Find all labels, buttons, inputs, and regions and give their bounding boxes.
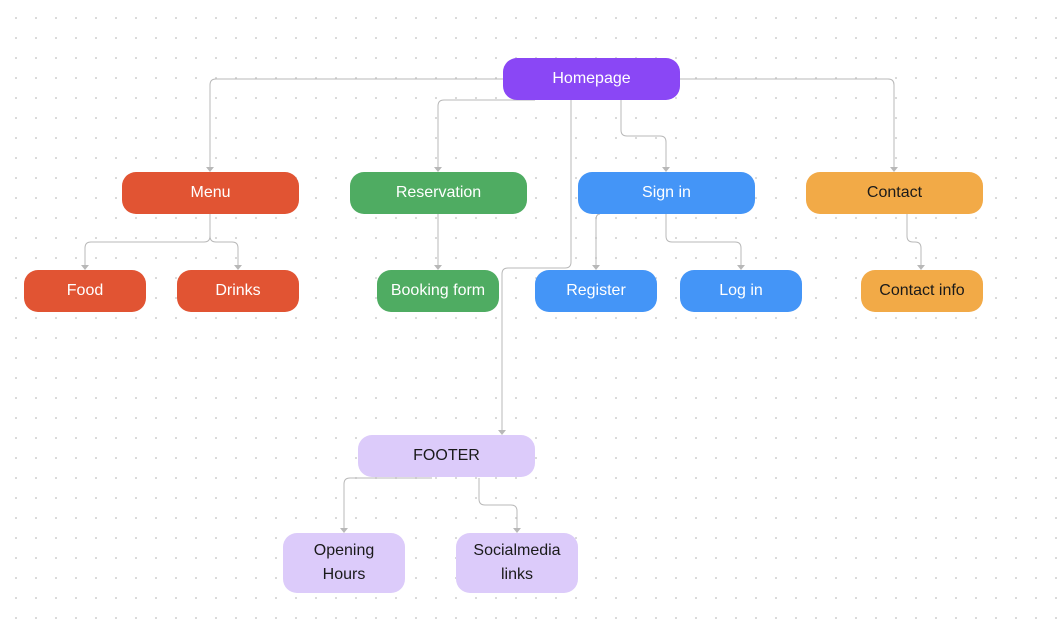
drinks-node[interactable]: Drinks: [177, 270, 299, 312]
contact-label: Contact: [866, 184, 923, 201]
edge-homepage-contact: [680, 78, 895, 168]
edge-menu-drinks: [209, 214, 239, 266]
sign-in-label: Sign in: [642, 184, 691, 201]
edge-homepage-footer: [501, 100, 572, 431]
booking-form-label: Booking form: [390, 282, 486, 299]
edge-footer-socialmedia-links: [478, 478, 518, 529]
footer-node[interactable]: FOOTER: [358, 435, 535, 477]
edge-homepage-menu: [209, 78, 503, 168]
food-label: Food: [66, 282, 104, 299]
log-in-label: Log in: [719, 282, 763, 299]
edge-menu-food: [84, 214, 211, 266]
homepage-label: Homepage: [552, 70, 631, 87]
edge-sign-in-log-in: [665, 214, 742, 266]
edge-footer-opening-hours: [343, 477, 432, 529]
menu-label: Menu: [190, 184, 231, 201]
booking-form-node[interactable]: Booking form: [377, 270, 499, 312]
menu-node[interactable]: Menu: [122, 172, 299, 214]
opening-hours-label: Opening Hours: [313, 542, 375, 583]
reservation-label: Reservation: [395, 184, 482, 201]
reservation-node[interactable]: Reservation: [350, 172, 527, 214]
edge-contact-contact-info: [906, 214, 922, 266]
socialmedia-links-label: Socialmedia links: [473, 542, 561, 583]
contact-info-node[interactable]: Contact info: [861, 270, 983, 312]
food-node[interactable]: Food: [24, 270, 146, 312]
register-label: Register: [566, 282, 626, 299]
edge-homepage-sign-in: [620, 100, 667, 168]
register-node[interactable]: Register: [535, 270, 657, 312]
footer-label: FOOTER: [413, 447, 480, 464]
opening-hours-node[interactable]: Opening Hours: [283, 533, 405, 593]
contact-info-label: Contact info: [879, 282, 965, 299]
socialmedia-links-node[interactable]: Socialmedia links: [456, 533, 578, 593]
contact-node[interactable]: Contact: [806, 172, 983, 214]
edge-sign-in-register: [595, 213, 601, 266]
drinks-label: Drinks: [215, 282, 261, 299]
edge-homepage-reservation: [437, 99, 535, 168]
log-in-node[interactable]: Log in: [680, 270, 802, 312]
sign-in-node[interactable]: Sign in: [578, 172, 755, 214]
homepage-node[interactable]: Homepage: [503, 58, 680, 100]
